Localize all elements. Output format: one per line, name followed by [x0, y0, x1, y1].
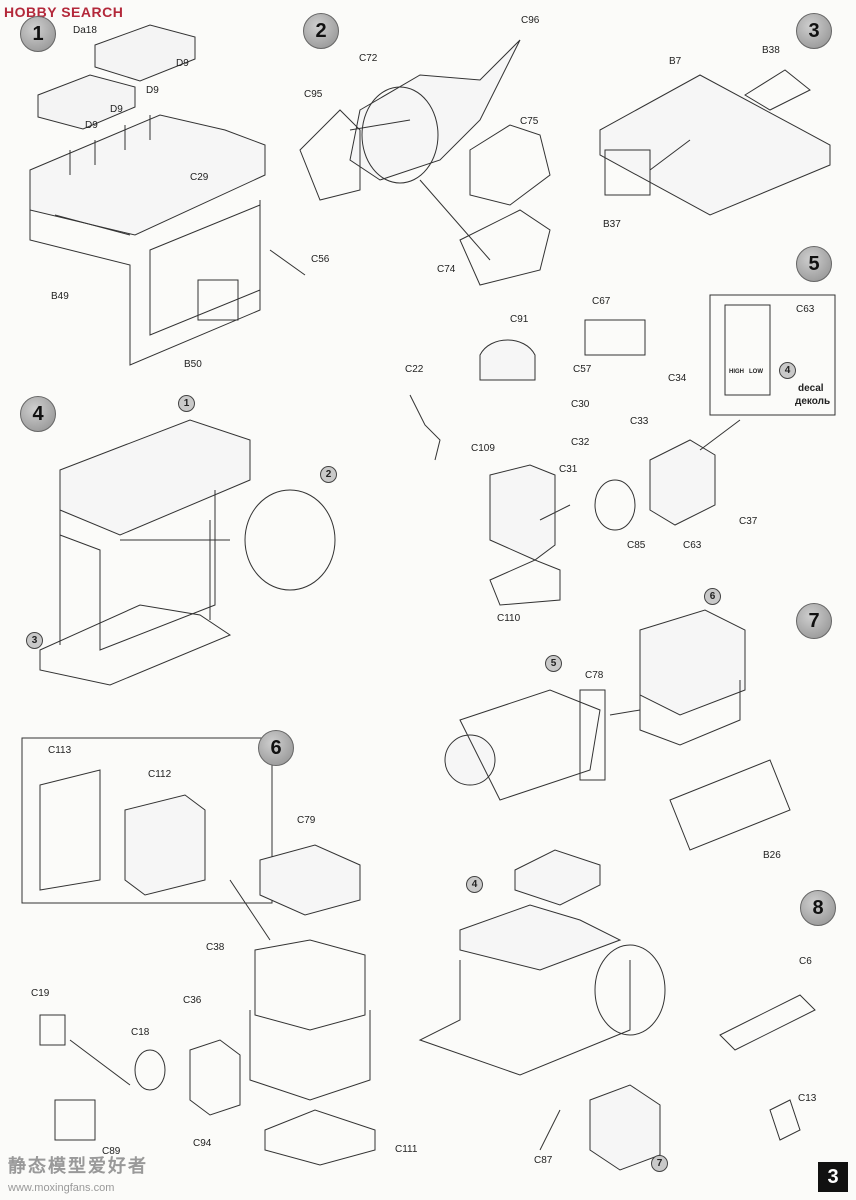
part-label: C36 — [183, 995, 202, 1006]
part-label: D9 — [146, 85, 159, 96]
step-number-7: 7 — [796, 603, 832, 639]
step3-drawing — [599, 69, 831, 216]
part-label: B49 — [51, 291, 69, 302]
part-label: C87 — [534, 1155, 553, 1166]
part-label: C67 — [592, 296, 611, 307]
part-label: C74 — [437, 264, 456, 275]
step2-drawing — [299, 39, 551, 286]
step4-drawing — [39, 419, 336, 686]
part-label: B7 — [669, 56, 682, 67]
part-label: C6 — [799, 956, 812, 967]
part-label: C63 — [796, 304, 815, 315]
part-label: C85 — [627, 540, 646, 551]
part-label: C18 — [131, 1027, 150, 1038]
site-logo: HOBBY SEARCH — [4, 4, 124, 20]
step-number-8: 8 — [800, 890, 836, 926]
part-label: C111 — [395, 1144, 418, 1155]
part-label: C34 — [668, 373, 687, 384]
step5-drawing — [409, 294, 836, 606]
part-label: D9 — [176, 58, 189, 69]
step1-drawing — [29, 24, 306, 366]
part-label: D9 — [110, 104, 123, 115]
decal-high-label: HIGH — [729, 369, 744, 375]
part-label: C37 — [739, 516, 758, 527]
decal-label-en: decal — [798, 383, 824, 394]
step6-drawing — [39, 769, 376, 1166]
part-label: C109 — [471, 443, 495, 454]
watermark-cn: 静态模型爱好者 — [8, 1156, 148, 1176]
part-label: C38 — [206, 942, 225, 953]
part-label: C78 — [585, 670, 604, 681]
part-label: C113 — [48, 745, 72, 756]
part-label: C89 — [102, 1146, 121, 1157]
step6-inset-frame — [21, 737, 273, 904]
step-number-5: 5 — [796, 246, 832, 282]
part-label: C22 — [405, 364, 424, 375]
part-label: C56 — [311, 254, 330, 265]
watermark-url: www.moxingfans.com — [8, 1182, 115, 1194]
subassembly-ref: 5 — [545, 655, 562, 672]
part-label: C29 — [190, 172, 209, 183]
subassembly-ref: 4 — [466, 876, 483, 893]
part-label: C13 — [798, 1093, 817, 1104]
part-label: C31 — [559, 464, 578, 475]
part-label: B38 — [762, 45, 780, 56]
subassembly-ref: 1 — [178, 395, 195, 412]
part-label: D9 — [85, 120, 98, 131]
part-label: C63 — [683, 540, 702, 551]
step7-drawing — [444, 609, 791, 851]
part-label: C72 — [359, 53, 378, 64]
decal-ref: 4 — [779, 362, 796, 379]
step-number-6: 6 — [258, 730, 294, 766]
part-label: C19 — [31, 988, 50, 999]
decal-low-label: LOW — [749, 369, 763, 375]
subassembly-ref: 6 — [704, 588, 721, 605]
page-number: 3 — [818, 1162, 848, 1192]
subassembly-ref: 2 — [320, 466, 337, 483]
subassembly-ref: 7 — [651, 1155, 668, 1172]
step-number-3: 3 — [796, 13, 832, 49]
step-number-4: 4 — [20, 396, 56, 432]
part-label: C79 — [297, 815, 316, 826]
part-label: Da18 — [73, 25, 97, 36]
subassembly-ref: 3 — [26, 632, 43, 649]
part-label: C96 — [521, 15, 540, 26]
part-label: C57 — [573, 364, 592, 375]
part-label: C112 — [148, 769, 172, 780]
part-label: B26 — [763, 850, 781, 861]
step-number-1: 1 — [20, 16, 56, 52]
part-label: C75 — [520, 116, 539, 127]
step-number-2: 2 — [303, 13, 339, 49]
part-label: C95 — [304, 89, 323, 100]
step8-drawing — [418, 849, 816, 1171]
decal-label-ru: деколь — [795, 396, 831, 407]
part-label: B50 — [184, 359, 202, 370]
part-label: C91 — [510, 314, 529, 325]
part-label: C33 — [630, 416, 649, 427]
part-label: C110 — [497, 613, 521, 624]
part-label: C32 — [571, 437, 590, 448]
part-label: B37 — [603, 219, 621, 230]
part-label: C94 — [193, 1138, 212, 1149]
part-label: C30 — [571, 399, 590, 410]
